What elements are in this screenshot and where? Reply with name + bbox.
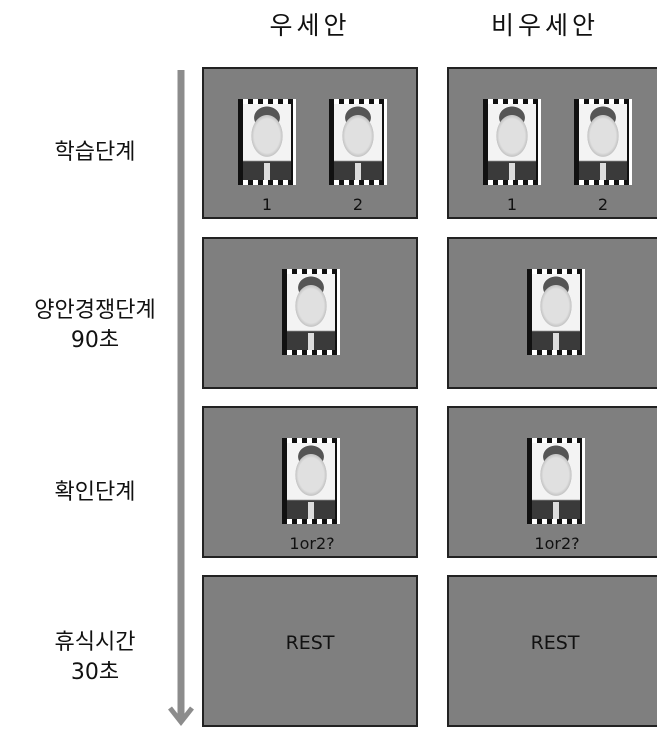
row-label-rest: 휴식시간 30초 — [54, 630, 136, 685]
row-label-check: 확인단계 — [54, 480, 136, 505]
column-header-dominant: 우세안 — [269, 11, 351, 40]
panel-check-non-dominant: 1or2? — [447, 406, 657, 558]
row-label-learning: 학습단계 — [54, 140, 136, 165]
panel-rest-dominant: REST — [202, 575, 418, 727]
panel-learning-dominant: 1 2 — [202, 67, 418, 219]
face-image — [282, 438, 340, 524]
panel-check-dominant: 1or2? — [202, 406, 418, 558]
panel-rivalry-dominant — [202, 237, 418, 389]
rest-text: REST — [285, 632, 335, 654]
time-arrow-icon — [168, 70, 194, 727]
face-image — [329, 99, 387, 185]
face-number: 2 — [597, 195, 609, 214]
face-image — [282, 269, 340, 355]
face-number: 1 — [261, 195, 273, 214]
face-image — [483, 99, 541, 185]
panel-learning-non-dominant: 1 2 — [447, 67, 657, 219]
face-image — [574, 99, 632, 185]
face-number: 2 — [352, 195, 364, 214]
prompt-text: 1or2? — [534, 534, 580, 553]
face-image — [527, 269, 585, 355]
row-label-rivalry: 양안경쟁단계 90초 — [34, 298, 156, 353]
panel-rest-non-dominant: REST — [447, 575, 657, 727]
prompt-text: 1or2? — [289, 534, 335, 553]
rest-text: REST — [530, 632, 580, 654]
face-image — [238, 99, 296, 185]
column-header-non-dominant: 비우세안 — [490, 11, 599, 40]
face-image — [527, 438, 585, 524]
panel-rivalry-non-dominant — [447, 237, 657, 389]
face-number: 1 — [506, 195, 518, 214]
